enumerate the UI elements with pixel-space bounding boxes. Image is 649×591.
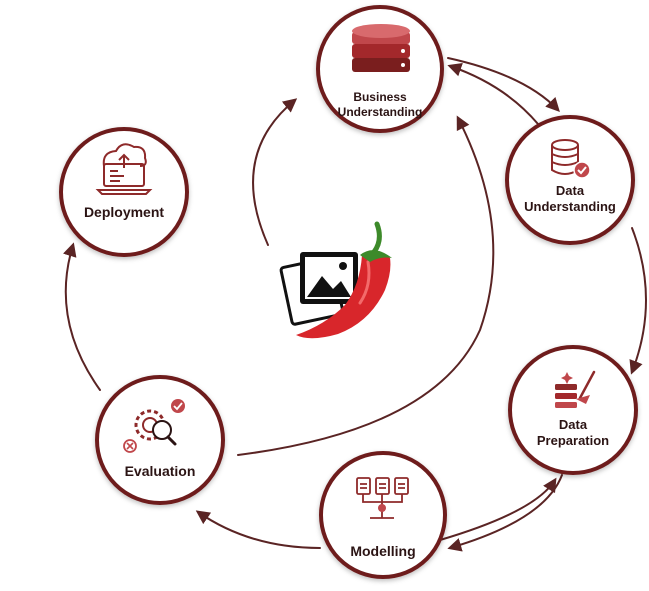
flowchart-icon xyxy=(356,477,409,519)
arrow-du-to-bu xyxy=(447,63,539,125)
stage-business-understanding: Business Understanding xyxy=(316,5,444,133)
cycle-arrows xyxy=(63,57,647,552)
stage-modelling: Modelling xyxy=(319,451,447,579)
chili-pepper-icon xyxy=(296,221,392,339)
stage-label-line: Deployment xyxy=(84,204,164,220)
stage-label-line: Preparation xyxy=(537,433,609,448)
stage-data-understanding: Data Understanding xyxy=(505,115,635,245)
stage-label-line: Understanding xyxy=(524,199,616,214)
database-check-icon xyxy=(551,139,591,179)
laptop-cloud-icon xyxy=(95,143,153,195)
chili-pepper-and-photos-icon xyxy=(279,221,392,339)
arrow-evaluation-to-deployment xyxy=(63,242,101,391)
arrow-evaluation-to-bu xyxy=(237,115,495,456)
stage-label-line: Evaluation xyxy=(125,463,196,479)
stage-evaluation: Evaluation xyxy=(95,375,225,505)
stage-label-line: Modelling xyxy=(350,543,415,559)
arrow-dp-to-modelling xyxy=(447,474,563,552)
stage-label-line: Understanding xyxy=(338,105,423,119)
photo-stack-icon xyxy=(279,252,358,326)
stage-data-preparation: Data Preparation xyxy=(508,345,638,475)
arrow-du-to-dp xyxy=(629,227,647,375)
broom-servers-icon xyxy=(555,370,596,408)
arrow-modelling-to-evaluation xyxy=(195,510,321,549)
stage-label-line: Business xyxy=(353,90,407,104)
database-icon xyxy=(352,24,410,72)
stage-deployment: Deployment xyxy=(59,127,189,257)
arrow-center-to-bu xyxy=(252,98,298,246)
stage-label-line: Data xyxy=(559,417,588,432)
gear-magnifier-icon xyxy=(123,399,185,453)
stage-label-line: Data xyxy=(556,183,585,198)
arrow-modelling-to-dp xyxy=(439,477,557,541)
arrow-bu-to-du xyxy=(447,57,560,113)
